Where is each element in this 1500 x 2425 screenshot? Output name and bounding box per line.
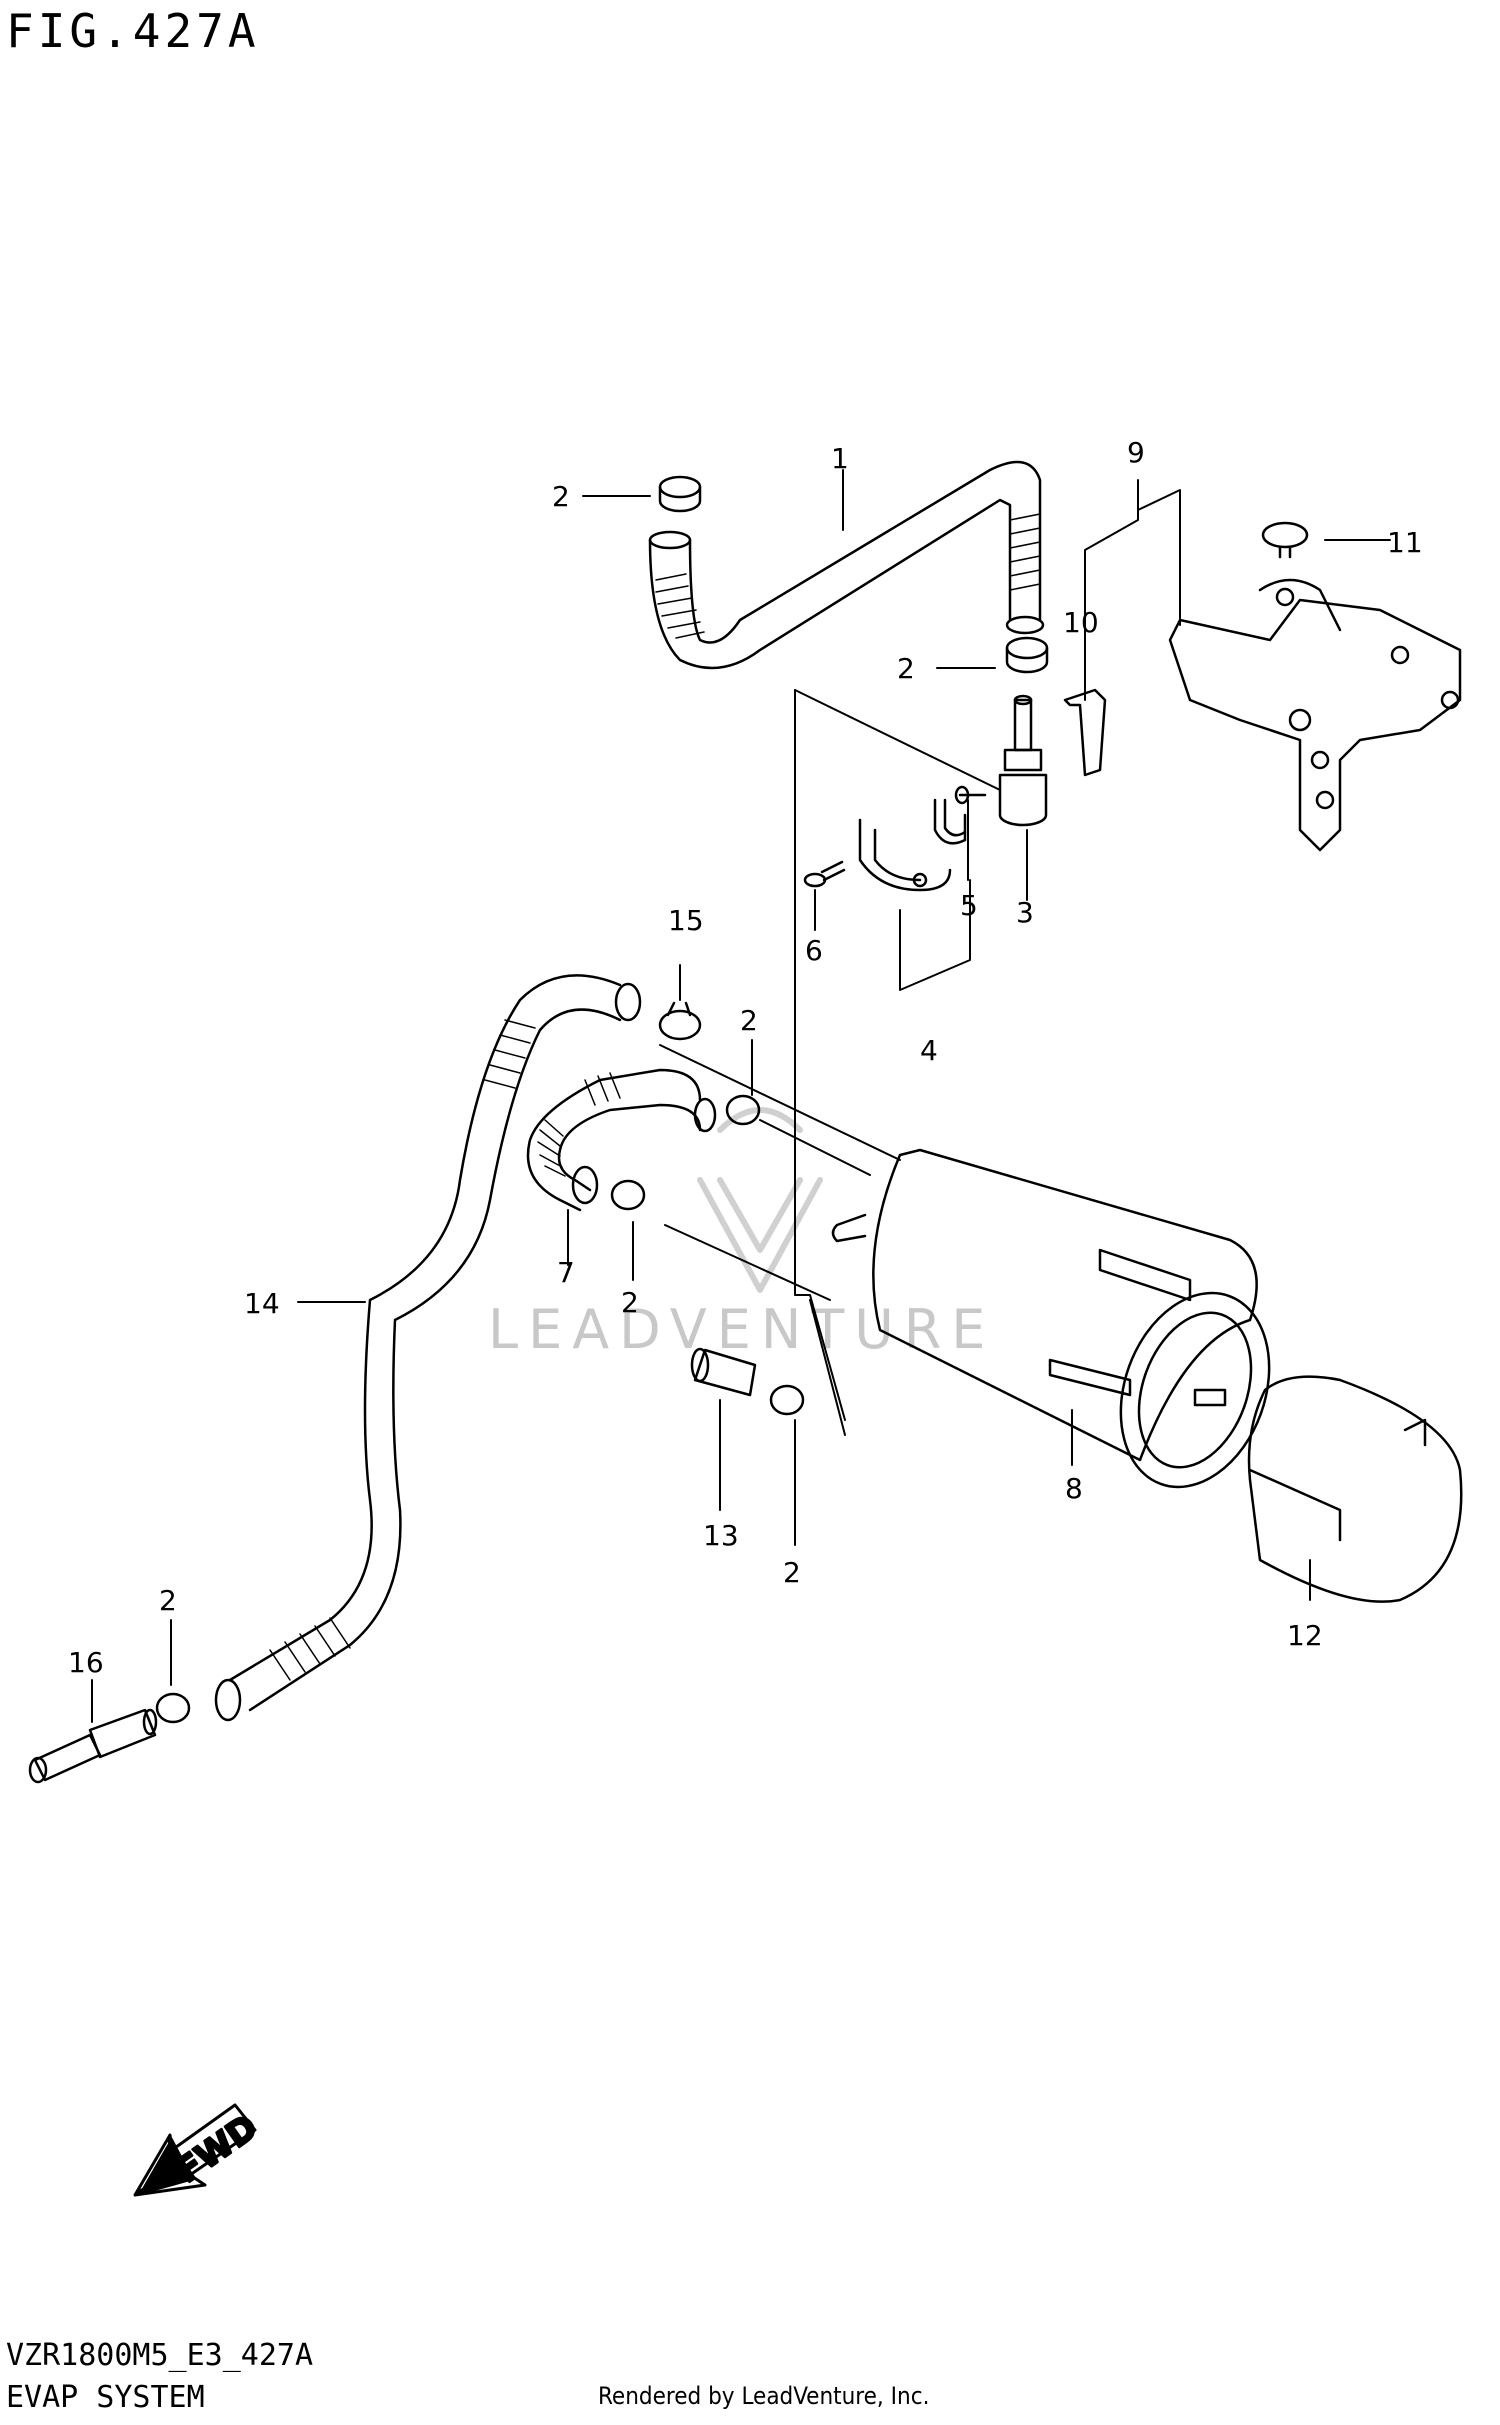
clamp-part-2-mid[interactable] <box>725 1094 761 1126</box>
callout-2e: 2 <box>783 1556 801 1589</box>
callout-4: 4 <box>920 1034 938 1067</box>
clamp-part-2-small[interactable] <box>769 1384 805 1416</box>
callout-2f: 2 <box>159 1584 177 1617</box>
clamp-upper-right[interactable] <box>1005 636 1049 674</box>
callout-1: 1 <box>831 442 849 475</box>
callout-2a: 2 <box>552 480 570 513</box>
fitting-part-16[interactable] <box>28 1708 158 1784</box>
clamp-upper-left[interactable] <box>658 475 702 513</box>
hose-part-1[interactable] <box>648 460 1045 670</box>
callout-2c: 2 <box>740 1004 758 1037</box>
leader-lines <box>91 469 1391 1723</box>
valve-part-3[interactable] <box>954 694 1048 827</box>
clamp-part-2-bottom[interactable] <box>155 1692 191 1724</box>
callout-14: 14 <box>244 1287 280 1320</box>
system-name: EVAP SYSTEM <box>6 2380 205 2415</box>
callout-15: 15 <box>668 904 704 937</box>
clamp-part-2-lower[interactable] <box>610 1179 646 1211</box>
reference-lines <box>659 689 1001 1436</box>
rendered-by: Rendered by LeadVenture, Inc. <box>598 2382 930 2410</box>
callout-2d: 2 <box>621 1286 639 1319</box>
fwd-arrow: FWD <box>133 2103 266 2197</box>
bracket-part-4[interactable] <box>858 818 952 892</box>
clip-part-5[interactable] <box>933 798 967 845</box>
callout-10: 10 <box>1063 606 1099 639</box>
bracket-part-9[interactable] <box>1168 578 1462 852</box>
cover-part-12[interactable] <box>1247 1375 1463 1603</box>
screw-part-6[interactable] <box>803 860 846 888</box>
callout-16: 16 <box>68 1646 104 1679</box>
hose-part-7[interactable] <box>526 1068 717 1212</box>
callout-13: 13 <box>703 1519 739 1552</box>
callout-5: 5 <box>960 889 978 922</box>
callout-8: 8 <box>1065 1472 1083 1505</box>
callout-9: 9 <box>1127 436 1145 469</box>
hose-part-14[interactable] <box>214 974 642 1722</box>
callout-11: 11 <box>1387 526 1423 559</box>
fwd-label: FWD <box>169 2107 265 2191</box>
callout-3: 3 <box>1016 896 1034 929</box>
figure-title: FIG.427A <box>6 4 260 58</box>
model-code: VZR1800M5_E3_427A <box>6 2338 314 2373</box>
part-10[interactable] <box>1063 688 1107 777</box>
callout-2b: 2 <box>897 652 915 685</box>
callout-7: 7 <box>557 1256 575 1289</box>
canister-part-8[interactable] <box>831 1148 1295 1508</box>
watermark-text: LEADVENTURE <box>488 1298 995 1361</box>
bolt-part-11[interactable] <box>1261 521 1309 559</box>
hose-part-13[interactable] <box>690 1347 757 1397</box>
clamp-part-15[interactable] <box>658 1001 702 1041</box>
callout-12: 12 <box>1287 1619 1323 1652</box>
watermark: LEADVENTURE <box>488 1107 995 1361</box>
callout-6: 6 <box>805 934 823 967</box>
